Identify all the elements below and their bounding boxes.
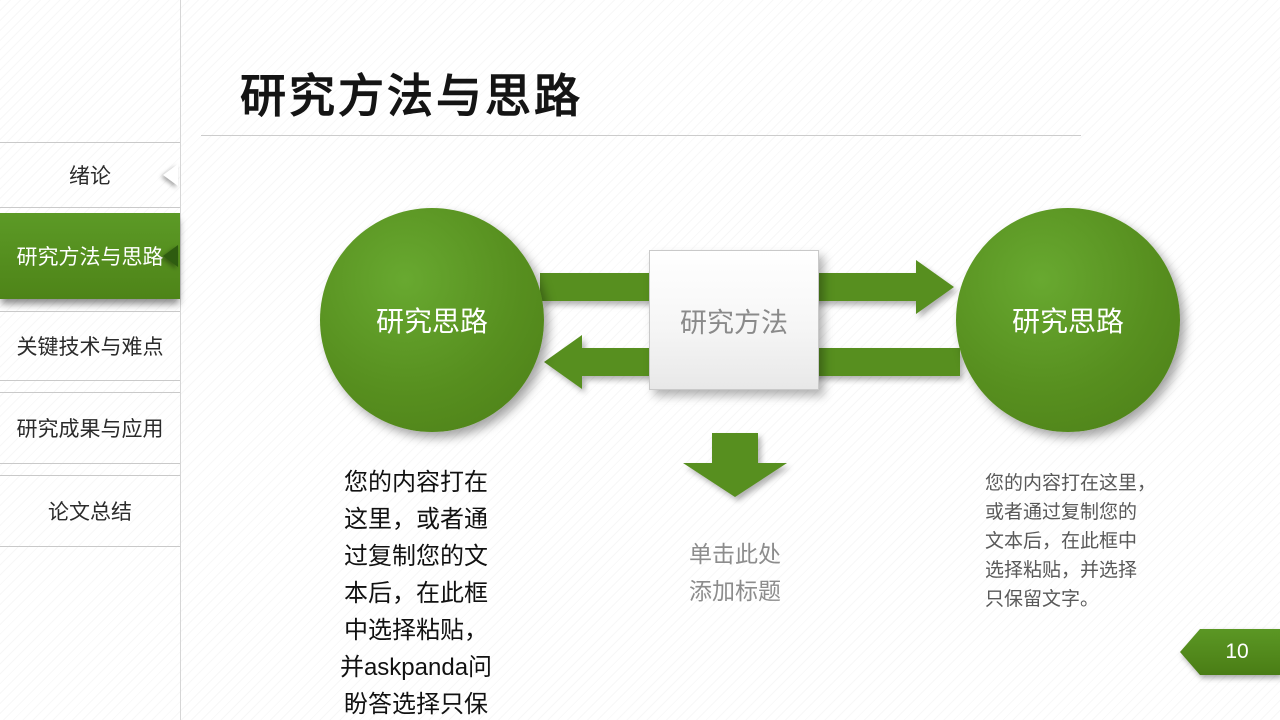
page-title: 研究方法与思路 bbox=[240, 70, 583, 122]
sidebar-item-label: 关键技术与难点 bbox=[16, 336, 164, 359]
arrow-down-icon bbox=[683, 433, 787, 497]
sidebar-item-label: 论文总结 bbox=[48, 501, 132, 524]
right-placeholder-text: 您的内容打在这里， 或者通过复制您的 文本后，在此框中 选择粘贴，并选择 只保留… bbox=[985, 473, 1157, 610]
sidebar-item-thesis-summary[interactable]: 论文总结 bbox=[0, 475, 180, 547]
left-circle: 研究思路 bbox=[320, 208, 544, 432]
nav-pointer-left-icon bbox=[163, 164, 178, 186]
center-box-label: 研究方法 bbox=[680, 307, 788, 338]
down-arrow-caption: 单击此处 添加标题 bbox=[689, 541, 781, 604]
sidebar-item-label: 研究成果与应用 bbox=[16, 418, 164, 441]
page-number-tag-shape: 10 bbox=[1180, 629, 1280, 675]
right-circle-label: 研究思路 bbox=[1011, 306, 1124, 337]
page-number: 10 bbox=[1225, 640, 1249, 663]
nav-pointer-left-icon bbox=[163, 245, 178, 267]
title-divider bbox=[201, 135, 1081, 136]
center-box: 研究方法 bbox=[649, 250, 819, 390]
right-circle: 研究思路 bbox=[956, 208, 1180, 432]
sidebar-item-research-results[interactable]: 研究成果与应用 bbox=[0, 392, 180, 464]
sidebar-item-introduction[interactable]: 绪论 bbox=[0, 142, 180, 208]
page-number-tag: 10 bbox=[1180, 629, 1280, 675]
sidebar-item-research-methods[interactable]: 研究方法与思路 bbox=[0, 213, 180, 299]
sidebar-item-label: 绪论 bbox=[69, 165, 111, 188]
left-circle-label: 研究思路 bbox=[375, 306, 488, 337]
sidebar-item-key-technology[interactable]: 关键技术与难点 bbox=[0, 311, 180, 381]
sidebar-item-label: 研究方法与思路 bbox=[16, 246, 164, 269]
left-placeholder-text: 您的内容打在 这里，或者通 过复制您的文 本后，在此框 中选择粘贴， 并askp… bbox=[339, 469, 493, 718]
sidebar: 绪论 研究方法与思路 关键技术与难点 研究成果与应用 论文总结 bbox=[0, 0, 181, 720]
